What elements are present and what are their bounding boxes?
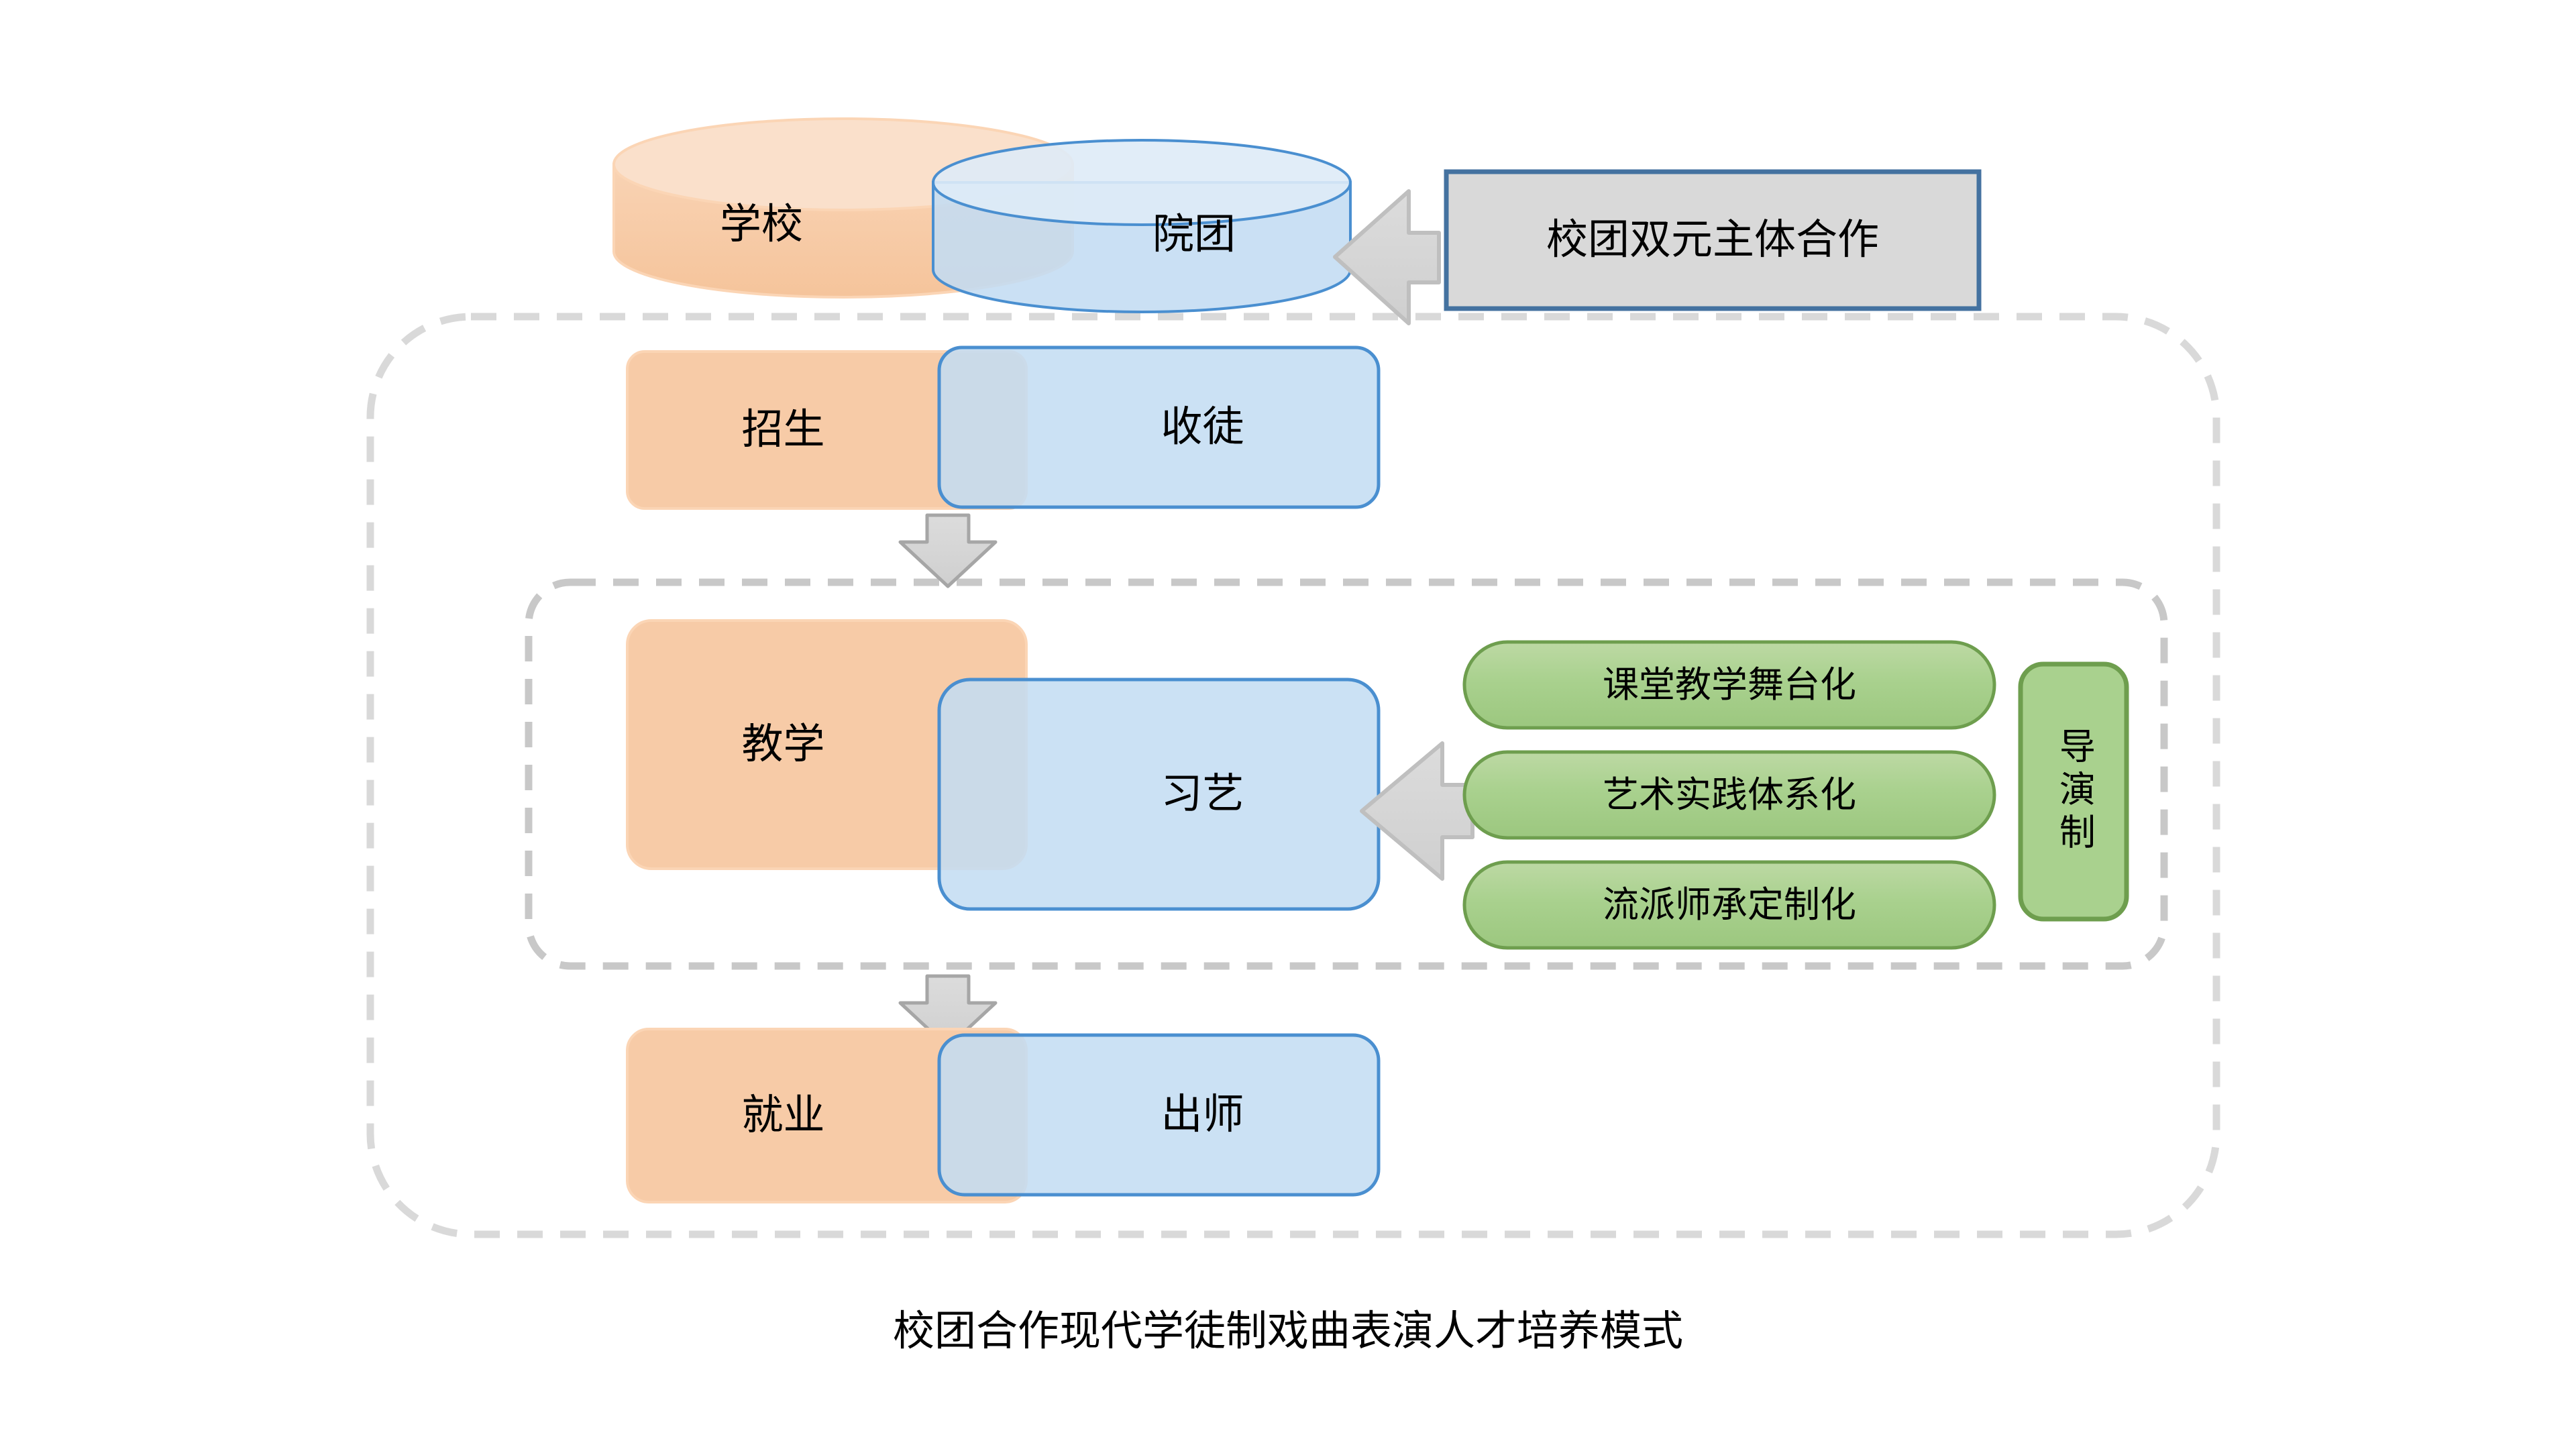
stage-3-troupe-box	[937, 1033, 1381, 1197]
stage-2-troupe-box	[937, 678, 1381, 911]
director-system-tag-box	[2018, 661, 2129, 922]
callout-label: 校团双元主体合作	[1546, 217, 1879, 264]
director-system-tag-label: 导演制	[2053, 727, 2094, 856]
stage-1-school-label: 招生	[741, 407, 825, 453]
pill-1-label: 课堂教学舞台化	[1603, 664, 1856, 705]
school-cylinder-label: 学校	[719, 201, 803, 248]
outer-dashed-frame	[366, 313, 2220, 1238]
pill-2	[1462, 750, 1996, 840]
diagram-caption: 校团合作现代学徒制戏曲表演人才培养模式	[892, 1308, 1683, 1355]
troupe-cylinder	[932, 139, 1352, 313]
practice-arrow	[1360, 741, 1474, 881]
stage-3-troupe-label: 出师	[1161, 1091, 1244, 1138]
callout-box	[1444, 169, 1982, 311]
stage-2-school-label: 教学	[741, 721, 825, 768]
stage-2-troupe-label: 习艺	[1161, 771, 1244, 818]
troupe-cylinder-label: 院团	[1152, 211, 1236, 258]
stage-1-troupe-box	[937, 345, 1381, 509]
stage-3-school-label: 就业	[741, 1092, 825, 1139]
callout-arrow-top	[1333, 189, 1441, 325]
pill-3	[1462, 860, 1996, 950]
inner-dashed-frame	[525, 578, 2168, 970]
pill-1	[1462, 640, 1996, 730]
pill-3-label: 流派师承定制化	[1603, 884, 1856, 925]
flow-arrow-2	[898, 974, 998, 1049]
stage-1-troupe-label: 收徒	[1161, 404, 1244, 451]
flow-arrow-1	[898, 513, 998, 588]
pill-2-label: 艺术实践体系化	[1603, 774, 1856, 815]
